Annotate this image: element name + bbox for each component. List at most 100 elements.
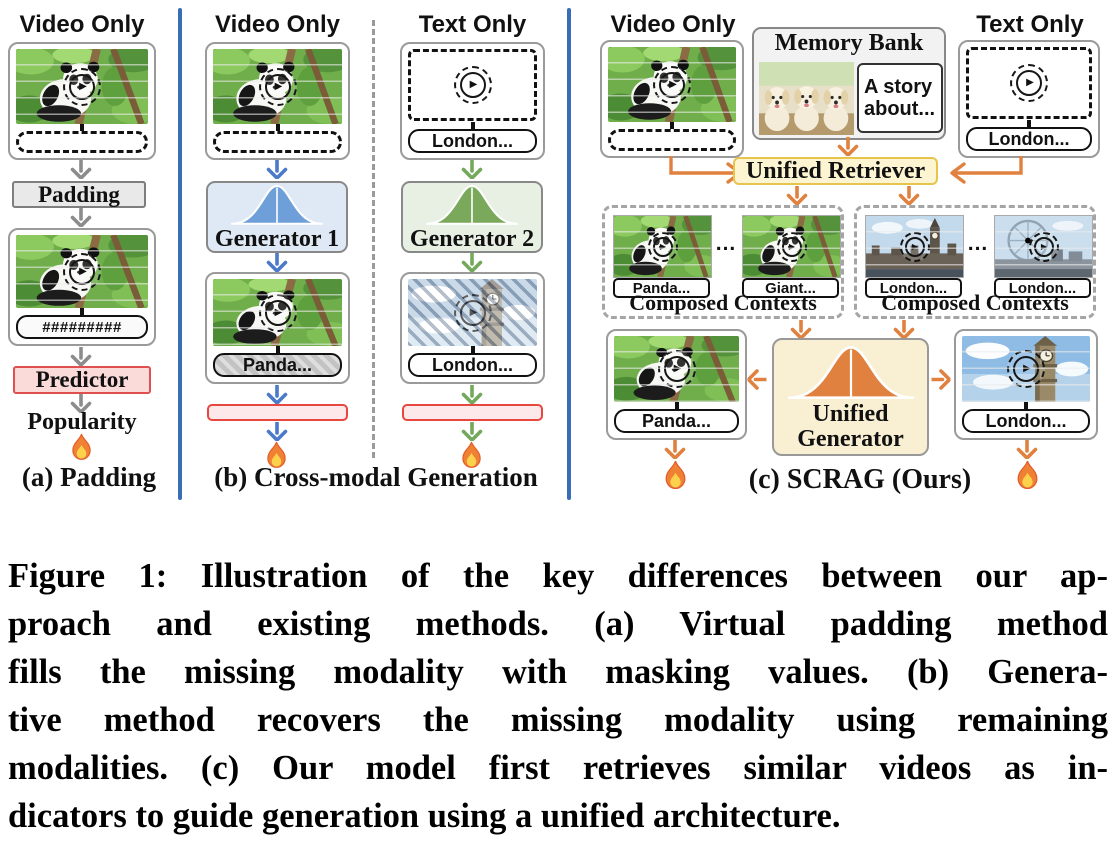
panel-b-video-generated-card-right: ▶ London... bbox=[400, 272, 545, 384]
panda-video-thumbnail: ▶ bbox=[213, 49, 342, 124]
retrieved-panda-video-thumbnail: ▶ bbox=[613, 215, 712, 278]
composed-contexts-title: Composed Contexts bbox=[881, 290, 1069, 315]
play-icon: ▶ bbox=[776, 231, 807, 262]
predictor-box: Predictor bbox=[13, 366, 151, 394]
prediction-score-bar bbox=[207, 404, 348, 421]
panel-b-video-generated-card: ▶ Panda... bbox=[205, 272, 350, 384]
panel-a-padded-video-card: ▶ ######### bbox=[8, 228, 156, 346]
text-tag: London... bbox=[966, 127, 1092, 151]
retrieved-london-video-thumbnail: ▶ bbox=[865, 215, 964, 278]
arrow-left-icon bbox=[748, 369, 767, 391]
arrow-down-icon bbox=[837, 137, 859, 156]
ellipsis: ... bbox=[967, 232, 989, 255]
panel-a-header: Video Only bbox=[19, 11, 145, 38]
connector-stem bbox=[1027, 120, 1031, 127]
panel-b-video-header: Video Only bbox=[215, 11, 340, 38]
generated-video-thumbnail: ▶ bbox=[408, 279, 537, 346]
retrieved-text-tag: Giant... bbox=[742, 278, 839, 298]
panel-c-result-text-card: ▶ London... bbox=[954, 329, 1098, 440]
panel-b-text-input-card: ▶ London... bbox=[400, 42, 545, 160]
generator-1-label: Generator 1 bbox=[214, 225, 340, 252]
text-tag: London... bbox=[962, 409, 1090, 433]
connector-stem bbox=[470, 346, 475, 353]
play-icon: ▶ bbox=[453, 293, 492, 332]
arrow-down-icon bbox=[461, 253, 483, 272]
composed-contexts-right-box: ▶ ... ▶ London... London... Composed Con… bbox=[854, 205, 1096, 319]
arrow-down-icon bbox=[70, 160, 92, 179]
panda-video-thumbnail: ▶ bbox=[16, 235, 148, 308]
play-icon: ▶ bbox=[657, 350, 696, 388]
missing-video-placeholder: ▶ bbox=[408, 49, 537, 121]
play-icon: ▶ bbox=[1010, 64, 1048, 102]
arrow-down-icon bbox=[898, 186, 920, 205]
missing-text-placeholder bbox=[16, 131, 148, 153]
connector-stem bbox=[275, 346, 280, 353]
panda-video-thumbnail: ▶ bbox=[608, 47, 736, 122]
composed-contexts-title: Composed Contexts bbox=[629, 290, 817, 315]
play-icon: ▶ bbox=[258, 293, 297, 332]
arrow-right-icon bbox=[932, 369, 951, 391]
connector-stem bbox=[80, 308, 84, 315]
play-icon: ▶ bbox=[1028, 231, 1059, 262]
panel-divider-line bbox=[567, 8, 571, 500]
play-icon: ▶ bbox=[453, 66, 492, 104]
generator-2-label: Generator 2 bbox=[409, 225, 535, 252]
panel-b-video-input-card: ▶ bbox=[205, 42, 350, 160]
gaussian-bell-icon bbox=[785, 342, 917, 402]
arrow-down-icon bbox=[266, 385, 288, 404]
panel-c-video-header: Video Only bbox=[610, 11, 736, 38]
retrieved-text-tag: London... bbox=[865, 278, 962, 298]
play-icon: ▶ bbox=[63, 252, 101, 291]
caption-line: fills the missing modality with masking … bbox=[8, 653, 1108, 691]
connector-stem bbox=[1024, 402, 1028, 409]
panel-b-text-header: Text Only bbox=[418, 11, 527, 38]
play-icon: ▶ bbox=[258, 67, 297, 106]
panel-c-label: (c) SCRAG (Ours) bbox=[748, 464, 972, 495]
panel-c-video-input-card: ▶ bbox=[600, 40, 744, 158]
arrow-down-icon bbox=[664, 440, 686, 459]
panda-video-thumbnail: ▶ bbox=[213, 279, 342, 346]
arrow-down-icon bbox=[461, 160, 483, 179]
play-icon: ▶ bbox=[63, 67, 101, 106]
retrieved-text-tag: London... bbox=[994, 278, 1091, 298]
puppies-image bbox=[759, 62, 854, 135]
play-icon: ▶ bbox=[653, 65, 691, 104]
arrow-down-icon bbox=[786, 186, 808, 205]
connector-stem bbox=[670, 122, 674, 129]
fire-icon bbox=[460, 441, 483, 468]
column-divider-dashed bbox=[372, 20, 375, 458]
unified-retriever-box: Unified Retriever bbox=[733, 157, 938, 185]
padding-box: Padding bbox=[12, 181, 146, 208]
arrow-down-icon bbox=[893, 320, 915, 339]
connector-stem bbox=[470, 122, 475, 129]
panel-c-text-header: Text Only bbox=[976, 11, 1084, 38]
generator-2-box: Generator 2 bbox=[401, 181, 543, 253]
play-icon: ▶ bbox=[899, 231, 930, 262]
gaussian-bell-icon bbox=[413, 182, 531, 227]
arrow-down-icon bbox=[266, 160, 288, 179]
arrow-down-icon bbox=[70, 208, 92, 227]
panel-a-label: (a) Padding bbox=[21, 462, 157, 492]
arrow-down-icon bbox=[266, 253, 288, 272]
arrow-down-icon bbox=[461, 385, 483, 404]
panel-c-text-input-card: ▶ London... bbox=[958, 40, 1100, 158]
memory-bank-box: Memory Bank A story about... bbox=[752, 27, 946, 140]
arrow-down-icon bbox=[266, 422, 288, 441]
text-tag: London... bbox=[408, 129, 537, 153]
connector-stem bbox=[80, 124, 84, 131]
panel-c-result-video-card: ▶ Panda... bbox=[606, 329, 747, 440]
missing-video-placeholder: ▶ bbox=[966, 47, 1092, 119]
retrieved-panda-video-thumbnail: ▶ bbox=[742, 215, 841, 278]
panel-divider-line bbox=[178, 8, 182, 500]
panel-a-input-video-card: ▶ bbox=[8, 42, 156, 160]
arrow-down-icon bbox=[461, 422, 483, 441]
memory-bank-title: Memory Bank bbox=[774, 30, 924, 56]
connector-stem bbox=[674, 402, 679, 409]
generator-1-box: Generator 1 bbox=[206, 181, 348, 253]
missing-text-placeholder bbox=[608, 129, 736, 151]
caption-line: dicators to guide generation using a uni… bbox=[8, 797, 841, 835]
figure-caption: Figure 1: Illustration of the key differ… bbox=[8, 552, 1108, 840]
arrow-down-icon bbox=[790, 320, 812, 339]
text-tag: London... bbox=[408, 353, 537, 377]
